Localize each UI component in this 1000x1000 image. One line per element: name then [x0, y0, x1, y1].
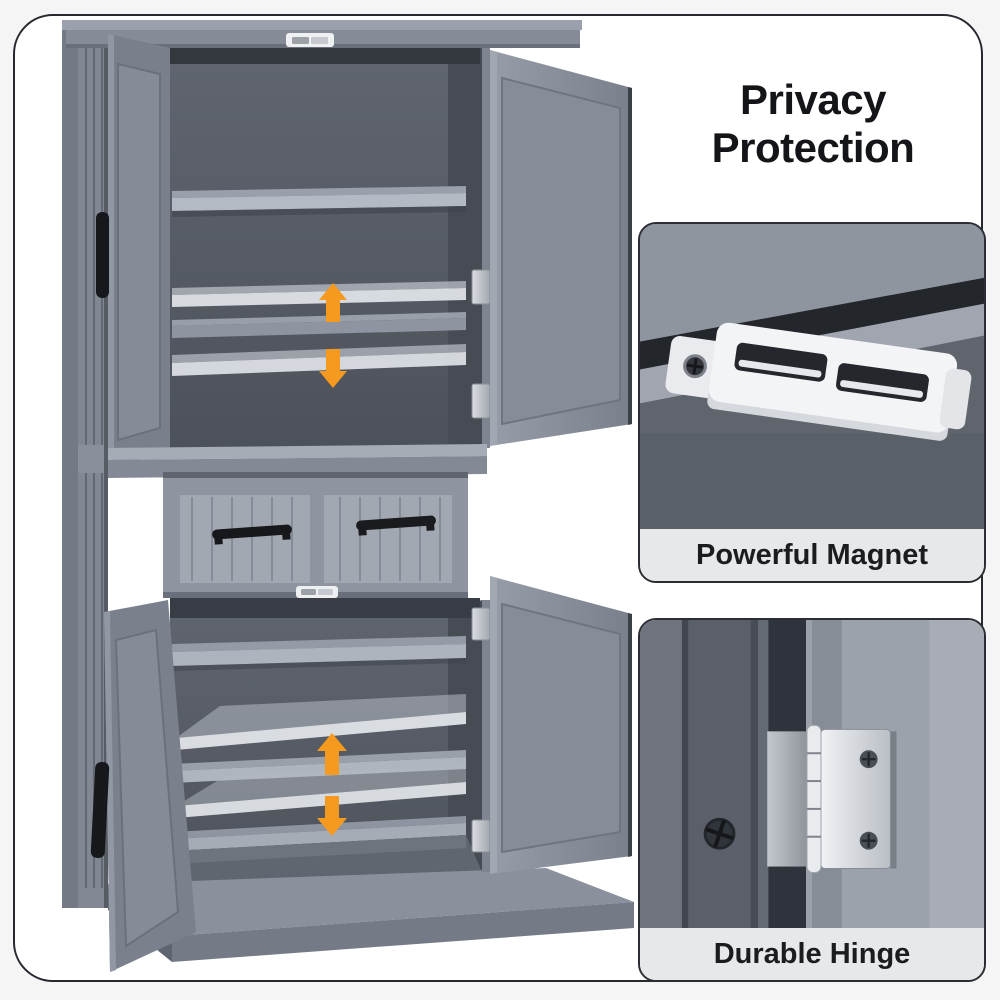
- callout-card-hinge: Durable Hinge: [638, 618, 986, 982]
- hinge-icon: [471, 819, 491, 853]
- drawer-handle-right: [356, 515, 436, 536]
- hinge-icon: [471, 383, 491, 419]
- screw-icon: [859, 750, 878, 769]
- magnet-photo: [640, 224, 984, 529]
- adjustable-shelf-ghost: [176, 766, 466, 818]
- page-title: Privacy Protection: [711, 76, 915, 171]
- adjustable-shelf-ghost: [172, 281, 466, 307]
- shelf: [172, 816, 466, 851]
- arrow-up-icon: [319, 283, 347, 322]
- card-caption: Durable Hinge: [640, 928, 984, 980]
- magnet-catch: [286, 33, 334, 47]
- drawer-handle-left: [212, 524, 292, 545]
- left-side-panel: [62, 28, 108, 908]
- shelf: [172, 636, 466, 671]
- door-handle: [96, 212, 109, 298]
- screw-icon: [703, 817, 736, 850]
- upper-left-door: [96, 34, 170, 468]
- screw-icon: [859, 831, 878, 850]
- card-caption: Powerful Magnet: [640, 529, 984, 581]
- lower-cabinet-interior: [170, 598, 482, 905]
- arrow-down-icon: [317, 796, 347, 836]
- hinge-icon: [471, 607, 491, 641]
- drawer: [163, 472, 468, 598]
- arrow-down-icon: [319, 349, 347, 388]
- shelf: [172, 186, 466, 217]
- hinge-icon: [767, 724, 897, 874]
- upper-right-door: [490, 50, 632, 446]
- magnet-catch: [296, 586, 338, 598]
- hinge-photo: [640, 620, 984, 929]
- adjustable-shelf-ghost: [176, 694, 466, 750]
- right-stile: [482, 600, 490, 872]
- shelf: [172, 312, 466, 338]
- hinge-icon: [471, 269, 491, 305]
- lower-right-door: [490, 576, 632, 874]
- adjustable-shelf-ghost: [172, 344, 466, 376]
- callout-card-magnet: Powerful Magnet: [638, 222, 986, 583]
- door-handle: [90, 762, 110, 858]
- upper-cabinet-interior: [170, 48, 482, 450]
- arrow-up-icon: [317, 733, 347, 775]
- magnet-catch-closeup-icon: [640, 224, 984, 529]
- door-hinge-closeup-icon: [640, 620, 984, 929]
- lower-left-door: [90, 600, 196, 972]
- right-stile: [482, 48, 490, 448]
